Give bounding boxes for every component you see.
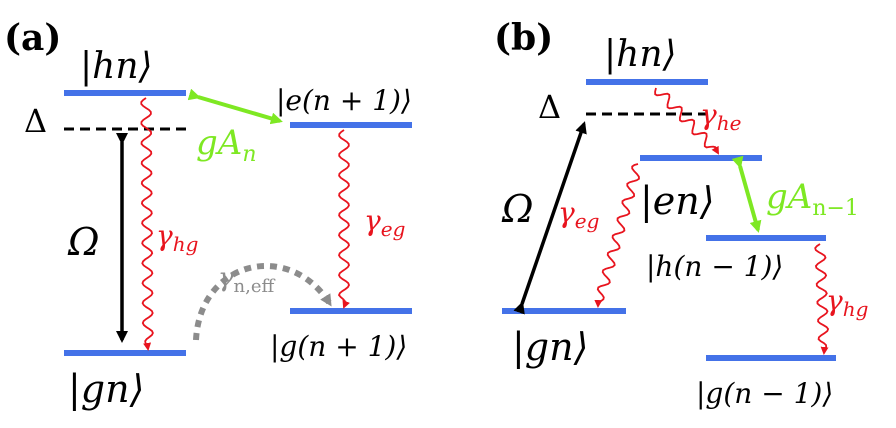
state-g-n-plus-1: |g(n + 1)⟩ — [270, 330, 407, 363]
detuning-label-a: Δ — [24, 102, 47, 140]
effective-decay-arrow-a — [193, 263, 333, 341]
detuning-label-b: Δ — [538, 88, 561, 126]
panel-a: (a) |hn⟩ |e(n + 1)⟩ |gn⟩ |g(n + 1)⟩ Δ Ω … — [4, 17, 412, 411]
state-gn-b: |gn⟩ — [512, 325, 588, 369]
gamma-eg-label-b: γeg — [558, 196, 599, 233]
gamma-eff-label-a: γn,eff — [218, 263, 276, 297]
state-g-n-minus-1: |g(n − 1)⟩ — [696, 377, 833, 410]
decay-eg-a — [337, 129, 350, 309]
decay-eg-b — [594, 163, 640, 308]
omega-label-b: Ω — [501, 187, 534, 231]
decay-hg-a — [140, 97, 154, 351]
coupling-label-a: gAn — [196, 123, 257, 167]
gamma-hg-label-b: γhg — [826, 284, 868, 321]
drive-arrow-b — [513, 121, 587, 315]
gamma-hg-label-a: γhg — [156, 219, 198, 256]
panel-b: (b) |hn⟩ |en⟩ |h(n − 1)⟩ |gn⟩ |g(n − 1)⟩… — [494, 17, 868, 410]
state-hn-a: |hn⟩ — [80, 46, 153, 87]
state-en-b: |en⟩ — [640, 179, 715, 223]
state-gn-a: |gn⟩ — [68, 367, 144, 411]
panel-a-label: (a) — [4, 17, 61, 59]
gamma-he-label-b: γhe — [700, 98, 741, 135]
gamma-eg-label-a: γeg — [364, 204, 405, 241]
state-hn-b: |hn⟩ — [604, 34, 677, 75]
coupling-arrow-b — [731, 155, 762, 233]
decay-he-b — [654, 87, 719, 155]
state-h-n-minus-1: |h(n − 1)⟩ — [646, 250, 783, 283]
omega-label-a: Ω — [67, 220, 100, 264]
state-e-n-plus-1: |e(n + 1)⟩ — [276, 84, 412, 117]
panel-b-label: (b) — [494, 17, 553, 59]
decay-hg-b — [814, 243, 830, 355]
coupling-label-b: gAn−1 — [766, 177, 859, 221]
coupling-arrow-a — [187, 88, 283, 125]
